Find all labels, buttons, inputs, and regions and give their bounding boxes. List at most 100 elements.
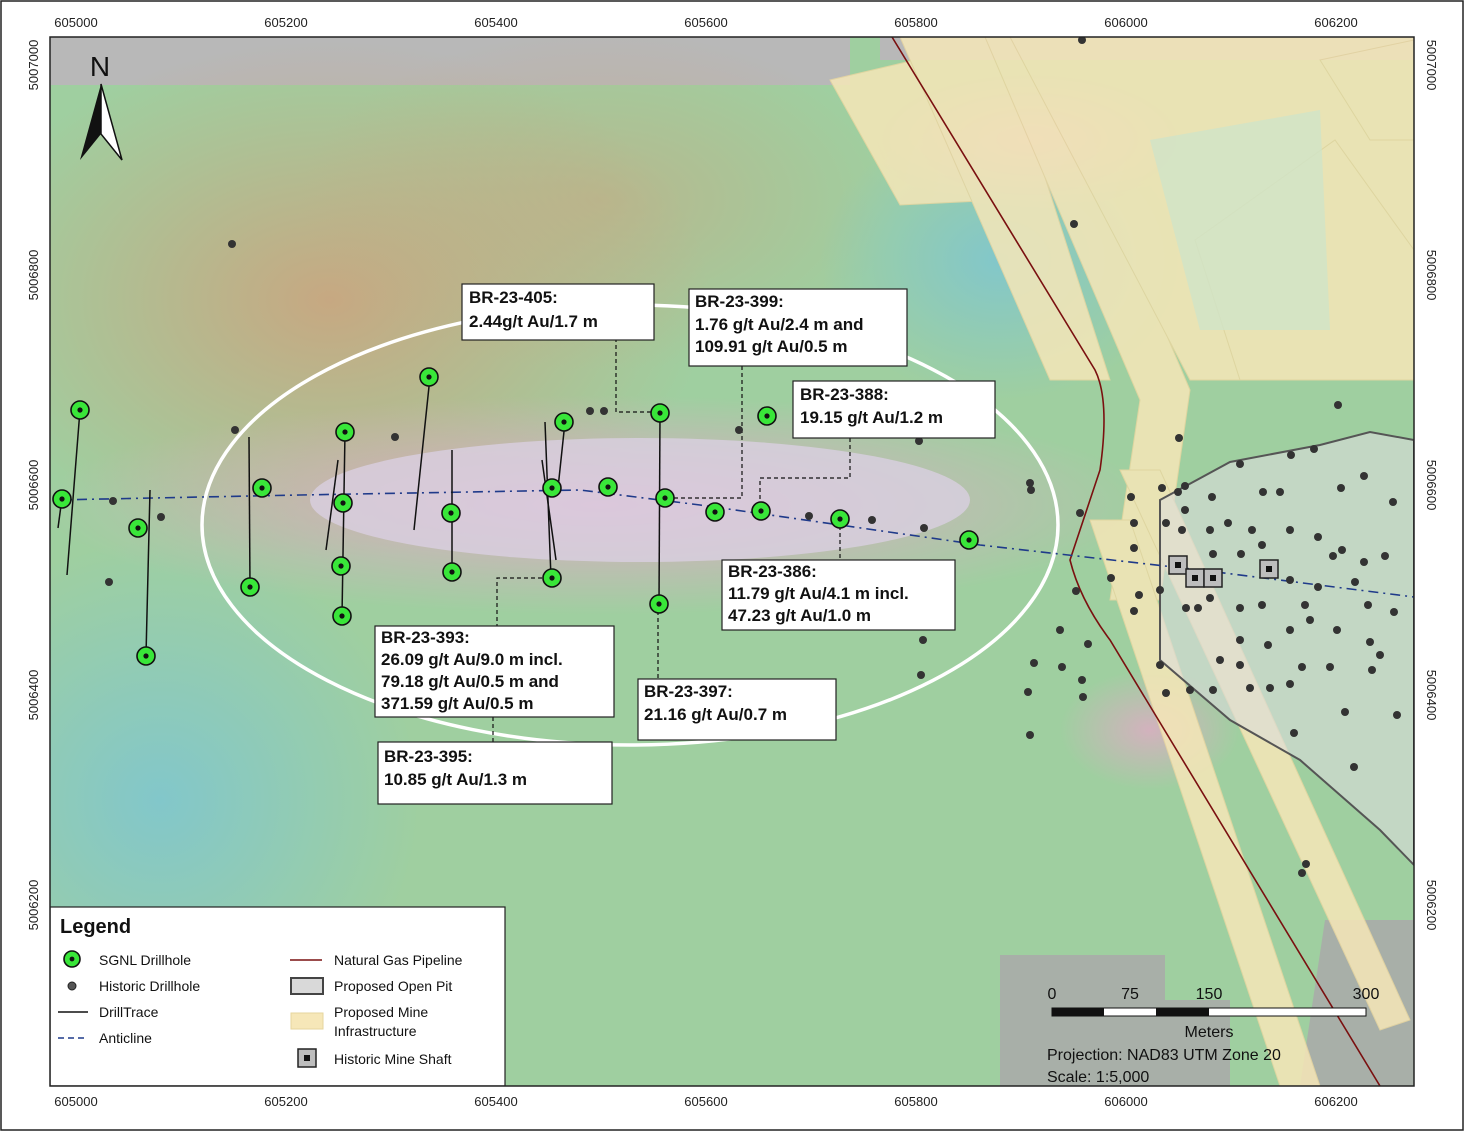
svg-text:2.44g/t Au/1.7 m: 2.44g/t Au/1.7 m [469, 312, 598, 331]
sgnl-drillhole-icon [650, 403, 670, 423]
svg-text:BR-23-399:: BR-23-399: [695, 292, 784, 311]
svg-text:BR-23-388:: BR-23-388: [800, 385, 889, 404]
historic-drillholes [105, 37, 1401, 877]
y-axis-right: 5007000 5006800 5006600 5006400 5006200 [1424, 40, 1439, 931]
svg-text:109.91 g/t Au/0.5 m: 109.91 g/t Au/0.5 m [695, 337, 847, 356]
svg-text:5006400: 5006400 [1424, 670, 1439, 721]
sgnl-drillholes [52, 367, 979, 666]
north-label: N [90, 51, 110, 82]
scale-unit: Meters [1185, 1024, 1234, 1041]
svg-text:DrillTrace: DrillTrace [99, 1004, 159, 1020]
svg-text:605600: 605600 [684, 15, 727, 30]
callout-leaders [492, 338, 851, 743]
svg-text:BR-23-405:: BR-23-405: [469, 288, 558, 307]
svg-text:Anticline: Anticline [99, 1030, 152, 1046]
svg-text:606200: 606200 [1314, 1094, 1357, 1109]
x-axis-bottom: 605000 605200 605400 605600 605800 60600… [54, 1094, 1357, 1109]
svg-text:10.85 g/t Au/1.3 m: 10.85 g/t Au/1.3 m [384, 770, 527, 789]
y-axis-left: 5007000 5006800 5006600 5006400 5006200 [26, 40, 41, 931]
mine-shaft-icon [1185, 568, 1205, 588]
svg-text:606000: 606000 [1104, 1094, 1147, 1109]
legend-item-drilltrace: DrillTrace [58, 1004, 159, 1020]
callout-br-23-395: BR-23-395: 10.85 g/t Au/1.3 m [377, 741, 613, 805]
infrastructure-icon [290, 1012, 324, 1030]
svg-text:606000: 606000 [1104, 15, 1147, 30]
sgnl-drillhole-icon [542, 478, 562, 498]
sgnl-drillhole-icon [419, 367, 439, 387]
svg-text:47.23 g/t Au/1.0 m: 47.23 g/t Au/1.0 m [728, 606, 871, 625]
callout-br-23-399: BR-23-399: 1.76 g/t Au/2.4 m and 109.91 … [688, 288, 908, 367]
svg-text:1.76 g/t Au/2.4 m and: 1.76 g/t Au/2.4 m and [695, 315, 863, 334]
svg-text:SGNL Drillhole: SGNL Drillhole [99, 952, 191, 968]
legend-item-anticline: Anticline [58, 1030, 152, 1046]
svg-text:606200: 606200 [1314, 15, 1357, 30]
svg-text:5006600: 5006600 [26, 460, 41, 511]
svg-text:5007000: 5007000 [1424, 40, 1439, 91]
callout-br-23-386: BR-23-386: 11.79 g/t Au/4.1 m incl. 47.2… [721, 559, 956, 631]
legend-item-mine-shaft: Historic Mine Shaft [297, 1048, 452, 1068]
sgnl-drillhole-icon [240, 577, 260, 597]
legend-item-sgnl: SGNL Drillhole [63, 950, 191, 968]
svg-text:0: 0 [1048, 986, 1057, 1003]
svg-text:Natural Gas Pipeline: Natural Gas Pipeline [334, 952, 463, 968]
mine-shaft-icon [1168, 555, 1188, 575]
svg-text:BR-23-386:: BR-23-386: [728, 562, 817, 581]
sgnl-drillhole-icon [542, 568, 562, 588]
sgnl-drillhole-icon [655, 488, 675, 508]
svg-text:Proposed Mine: Proposed Mine [334, 1004, 428, 1020]
svg-text:BR-23-393:: BR-23-393: [381, 628, 470, 647]
svg-text:BR-23-395:: BR-23-395: [384, 747, 473, 766]
sgnl-drillhole-icon [830, 509, 850, 529]
gas-pipeline [891, 37, 1381, 1086]
svg-text:26.09 g/t Au/9.0 m incl.: 26.09 g/t Au/9.0 m incl. [381, 650, 563, 669]
svg-text:605000: 605000 [54, 15, 97, 30]
legend-title: Legend [60, 916, 131, 938]
sgnl-drillhole-icon [442, 562, 462, 582]
legend-item-infrastructure: Proposed Mine Infrastructure [290, 1004, 428, 1039]
svg-text:Historic Mine Shaft: Historic Mine Shaft [334, 1051, 452, 1067]
sgnl-drillhole-icon [705, 502, 725, 522]
x-axis-top: 605000 605200 605400 605600 605800 60600… [54, 15, 1357, 30]
legend: Legend SGNL Drillhole Historic Drillhole… [50, 906, 506, 1086]
sgnl-drillhole-icon [136, 646, 156, 666]
sgnl-drillhole-icon [751, 501, 771, 521]
svg-text:605400: 605400 [474, 1094, 517, 1109]
sgnl-drillhole-icon [331, 556, 351, 576]
map-canvas: BR-23-405: 2.44g/t Au/1.7 m BR-23-399: 1… [50, 37, 1414, 1086]
svg-text:371.59 g/t Au/0.5 m: 371.59 g/t Au/0.5 m [381, 694, 533, 713]
svg-text:Proposed Open Pit: Proposed Open Pit [334, 978, 452, 994]
callout-br-23-393: BR-23-393: 26.09 g/t Au/9.0 m incl. 79.1… [374, 625, 615, 718]
north-arrow: N [80, 51, 123, 161]
sgnl-drillhole-icon [649, 594, 669, 614]
svg-text:5006200: 5006200 [1424, 880, 1439, 931]
svg-text:5007000: 5007000 [26, 40, 41, 91]
callout-br-23-397: BR-23-397: 21.16 g/t Au/0.7 m [637, 678, 837, 741]
svg-text:19.15 g/t Au/1.2 m: 19.15 g/t Au/1.2 m [800, 408, 943, 427]
historic-drillhole-icon [67, 981, 77, 991]
historic-mine-shafts [1168, 555, 1279, 588]
svg-text:605200: 605200 [264, 1094, 307, 1109]
svg-text:5006600: 5006600 [1424, 460, 1439, 511]
svg-text:605200: 605200 [264, 15, 307, 30]
sgnl-drillhole-icon [441, 503, 461, 523]
sgnl-drillhole-icon [333, 493, 353, 513]
sgnl-drillhole-icon [128, 518, 148, 538]
svg-text:5006400: 5006400 [26, 670, 41, 721]
svg-text:5006800: 5006800 [26, 250, 41, 301]
sgnl-drillhole-icon [63, 950, 81, 968]
sgnl-drillhole-icon [52, 489, 72, 509]
sgnl-drillhole-icon [252, 478, 272, 498]
callout-br-23-405: BR-23-405: 2.44g/t Au/1.7 m [461, 283, 655, 341]
svg-text:Historic Drillhole: Historic Drillhole [99, 978, 200, 994]
svg-text:605000: 605000 [54, 1094, 97, 1109]
legend-item-open-pit: Proposed Open Pit [290, 977, 452, 995]
sgnl-drillhole-icon [757, 406, 777, 426]
scale-bar: 0 75 150 300 Meters Projection: NAD83 UT… [1047, 986, 1379, 1086]
svg-text:5006800: 5006800 [1424, 250, 1439, 301]
svg-text:605600: 605600 [684, 1094, 727, 1109]
open-pit-outline [1159, 430, 1414, 867]
mine-shaft-icon [297, 1048, 317, 1068]
svg-text:11.79 g/t Au/4.1 m incl.: 11.79 g/t Au/4.1 m incl. [728, 584, 909, 603]
svg-text:605400: 605400 [474, 15, 517, 30]
